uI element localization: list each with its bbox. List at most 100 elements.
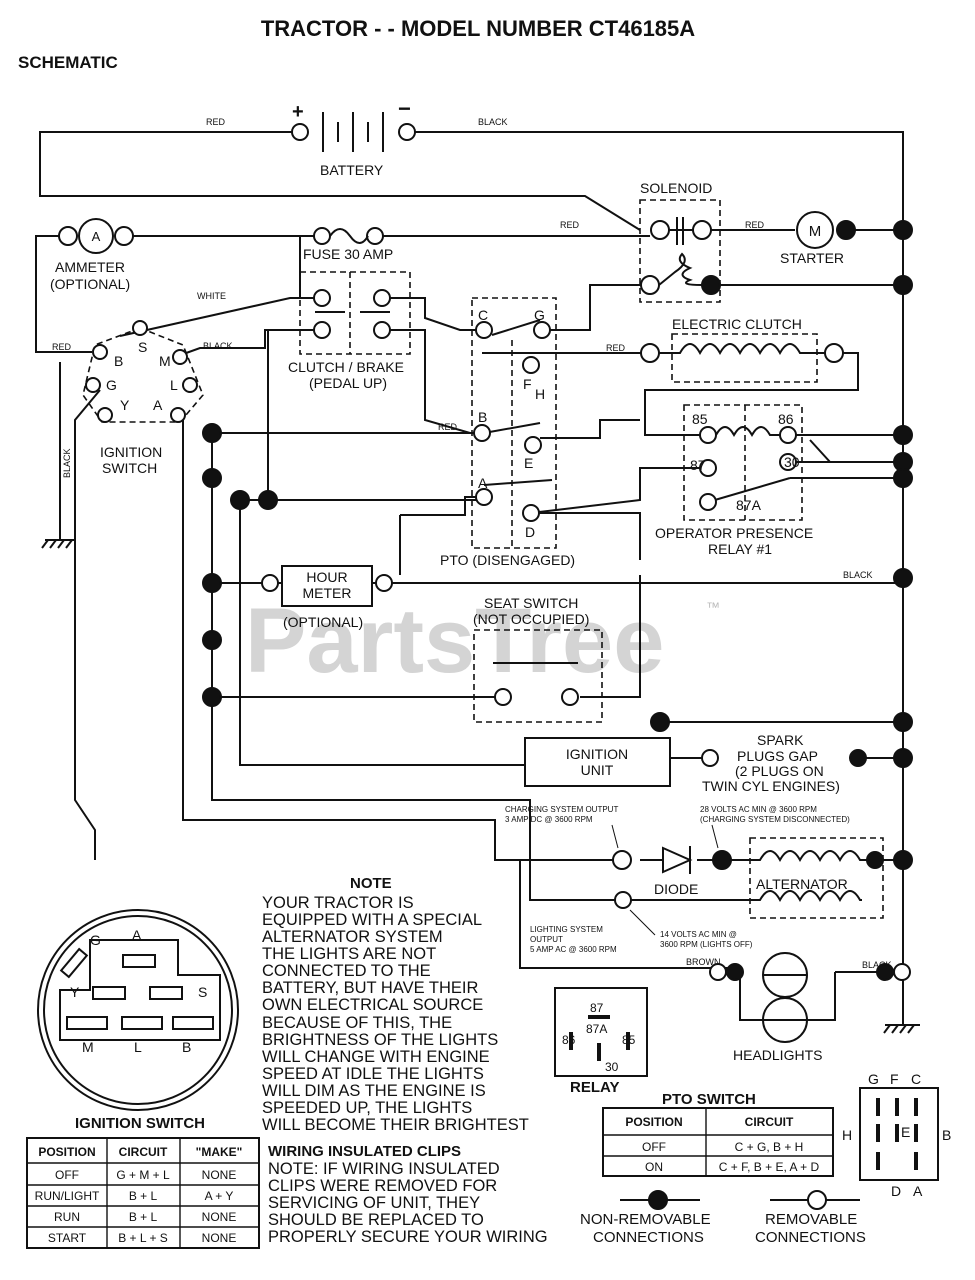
note-line: YOUR TRACTOR IS — [262, 894, 414, 912]
battery-label: BATTERY — [320, 162, 384, 178]
lighting-output-label: LIGHTING SYSTEM — [530, 925, 603, 934]
electric-clutch: ELECTRIC CLUTCH — [640, 316, 844, 383]
clutch-brake-sub: (PEDAL UP) — [309, 375, 387, 391]
spark-label-4: TWIN CYL ENGINES) — [702, 778, 840, 794]
volts14-sub: 3600 RPM (LIGHTS OFF) — [660, 940, 753, 949]
wire-label-black-hour: BLACK — [843, 570, 873, 580]
relay-term-85: 85 — [692, 411, 708, 427]
pto-face-g: G — [868, 1071, 879, 1087]
starter: M STARTER — [780, 211, 856, 266]
ign-term-l: L — [170, 377, 178, 393]
clips-line: SERVICING OF UNIT, THEY — [268, 1194, 480, 1212]
alternator-label: ALTERNATOR — [756, 876, 848, 892]
ign-table-cell: NONE — [202, 1168, 237, 1182]
pto-switch: C G F H B E A D PTO (DISENGAGED) — [440, 297, 575, 568]
clips-line: SHOULD BE REPLACED TO — [268, 1211, 484, 1229]
ignition-label-1: IGNITION — [100, 444, 162, 460]
ign-table-cell: B + L + S — [118, 1231, 168, 1245]
note-line: WILL BECOME THEIR BRIGHTEST — [262, 1116, 529, 1134]
seat-switch-label-2: (NOT OCCUPIED) — [473, 611, 589, 627]
starter-m: M — [809, 223, 822, 240]
legend-removable: REMOVABLE CONNECTIONS — [755, 1190, 866, 1246]
relay-pinout: 87 87A 86 85 30 RELAY — [554, 987, 648, 1096]
spark-plugs: SPARK PLUGS GAP (2 PLUGS ON TWIN CYL ENG… — [702, 732, 867, 794]
ign-table-header: CIRCUIT — [119, 1145, 168, 1159]
pto-term-h: H — [535, 386, 545, 402]
battery-plus: + — [292, 101, 304, 123]
ign-table-cell: G + M + L — [116, 1168, 170, 1182]
relay-term-30: 30 — [784, 454, 800, 470]
note-line: WILL CHANGE WITH ENGINE — [262, 1048, 490, 1066]
spark-label-2: PLUGS GAP — [737, 748, 818, 764]
junction-dots — [202, 220, 913, 870]
pto-switch-face: G F C H E B D A — [842, 1071, 951, 1199]
ignition-label-2: SWITCH — [102, 460, 157, 476]
ignition-unit-label-1: IGNITION — [566, 746, 628, 762]
relay-pin-30: 30 — [605, 1060, 619, 1074]
spark-label-3: (2 PLUGS ON — [735, 763, 824, 779]
wire-label-black-ign: BLACK — [203, 341, 233, 351]
note-line: OWN ELECTRICAL SOURCE — [262, 996, 483, 1014]
pto-face-c: C — [911, 1071, 921, 1087]
pto-face-d: D — [891, 1183, 901, 1199]
relay-label-1: OPERATOR PRESENCE — [655, 525, 813, 541]
relay-pinout-title: RELAY — [570, 1079, 619, 1096]
page-title: TRACTOR - - MODEL NUMBER CT46185A — [261, 16, 695, 41]
ign-term-g: G — [106, 377, 117, 393]
lighting-output-value: 5 AMP AC @ 3600 RPM — [530, 945, 617, 954]
note-line: THE LIGHTS ARE NOT — [262, 945, 436, 963]
volts28-sub: (CHARGING SYSTEM DISCONNECTED) — [700, 815, 850, 824]
wire-label-red-ign: RED — [52, 342, 72, 352]
note-line: BATTERY, BUT HAVE THEIR — [262, 979, 478, 997]
note-line: ALTERNATOR SYSTEM — [262, 928, 443, 946]
pto-face-a: A — [913, 1183, 923, 1199]
ign-term-y: Y — [120, 397, 130, 413]
pto-table-cell: C + F, B + E, A + D — [719, 1160, 820, 1174]
hour-meter: HOUR METER (OPTIONAL) — [261, 565, 393, 630]
relay-label-2: RELAY #1 — [708, 541, 772, 557]
ground-symbol-right — [883, 1024, 920, 1034]
ign-face-g: G — [90, 932, 101, 948]
spark-label-1: SPARK — [757, 732, 804, 748]
legend-non-removable: NON-REMOVABLE CONNECTIONS — [580, 1190, 711, 1246]
wire-label-white: WHITE — [197, 291, 226, 301]
headlights: HEADLIGHTS — [709, 952, 911, 1063]
ign-table-cell: START — [48, 1231, 87, 1245]
solenoid-label: SOLENOID — [640, 180, 712, 196]
fuse: FUSE 30 AMP — [303, 227, 393, 262]
clutch-brake-label: CLUTCH / BRAKE — [288, 359, 404, 375]
ign-face-s: S — [198, 984, 207, 1000]
ign-table-cell: NONE — [202, 1231, 237, 1245]
note-title: NOTE — [350, 875, 392, 892]
ammeter: A AMMETER (OPTIONAL) — [50, 218, 134, 292]
note-body: YOUR TRACTOR IS EQUIPPED WITH A SPECIAL … — [262, 894, 529, 1134]
ign-table-title: IGNITION SWITCH — [75, 1115, 205, 1132]
seat-switch-label-1: SEAT SWITCH — [484, 595, 578, 611]
note-line: CONNECTED TO THE — [262, 962, 431, 980]
relay-term-87a: 87A — [736, 497, 762, 513]
relay-term-87: 87 — [690, 457, 706, 473]
solenoid: SOLENOID — [639, 180, 721, 303]
ign-face-b: B — [182, 1039, 191, 1055]
ign-table-cell: NONE — [202, 1210, 237, 1224]
wire-label-red-pto: RED — [438, 422, 458, 432]
electric-clutch-label: ELECTRIC CLUTCH — [672, 316, 802, 332]
note-line: BECAUSE OF THIS, THE — [262, 1014, 452, 1032]
note-line: SPEED AT IDLE THE LIGHTS — [262, 1065, 484, 1083]
ign-table-header: "MAKE" — [196, 1145, 243, 1159]
legend-r-2: CONNECTIONS — [755, 1229, 866, 1246]
wire-label-red-starter: RED — [745, 220, 765, 230]
pto-table: POSITION CIRCUIT OFF C + G, B + H ON C +… — [602, 1107, 834, 1177]
pto-table-header: CIRCUIT — [745, 1115, 794, 1129]
battery: + − BATTERY — [291, 96, 416, 178]
ammeter-a: A — [92, 229, 101, 244]
legend-nr-2: CONNECTIONS — [593, 1229, 704, 1246]
pto-face-b: B — [942, 1127, 951, 1143]
pto-table-title: PTO SWITCH — [662, 1091, 756, 1108]
hour-meter-label-1: HOUR — [306, 569, 347, 585]
legend-r-1: REMOVABLE — [765, 1211, 857, 1228]
note-line: BRIGHTNESS OF THE LIGHTS — [262, 1031, 498, 1049]
clips-line: NOTE: IF WIRING INSULATED — [268, 1160, 500, 1178]
pto-table-cell: C + G, B + H — [735, 1140, 804, 1154]
pto-face-e: E — [901, 1124, 910, 1140]
